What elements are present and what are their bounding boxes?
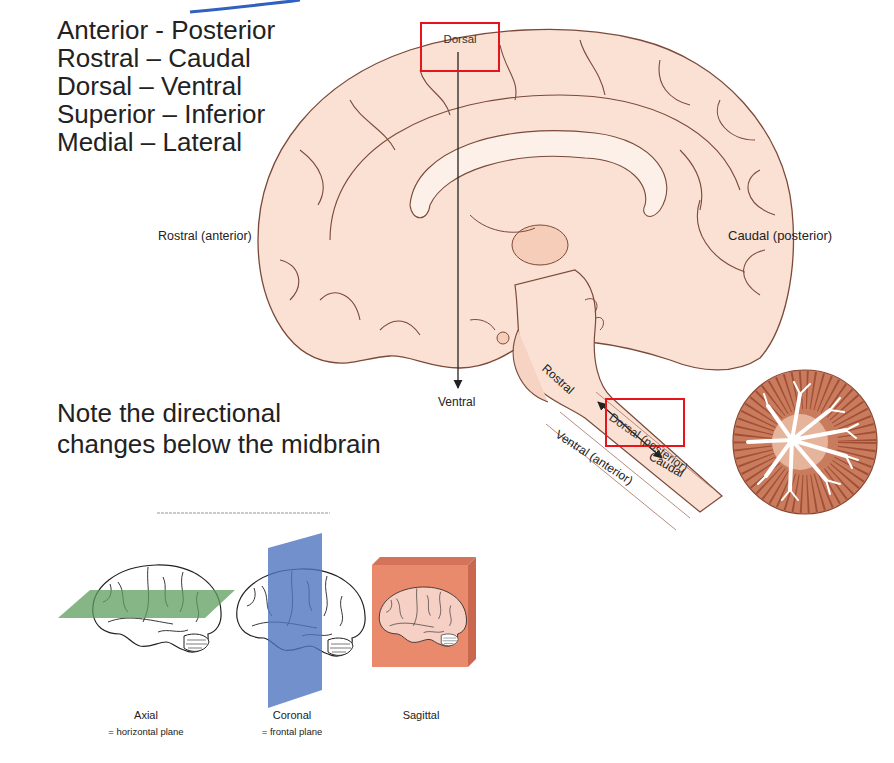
- corpus-callosum: [410, 131, 667, 218]
- dorsal-ventral-arrow: [457, 52, 458, 388]
- direction-label: Dorsal: [422, 33, 498, 46]
- direction-label: Caudal (posterior): [728, 229, 832, 244]
- direction-label: Rostral (anterior): [158, 229, 252, 243]
- pituitary: [497, 332, 509, 344]
- direction-label: Ventral: [438, 396, 475, 410]
- thalamus: [512, 225, 568, 265]
- term-pair: Anterior - Posterior: [57, 16, 275, 44]
- plane-name: Axial: [134, 709, 158, 722]
- copyright-line: [157, 512, 330, 514]
- lateral-brain: [379, 587, 466, 646]
- term-pair: Dorsal – Ventral: [57, 72, 242, 100]
- coronal-plane-figure: [237, 533, 365, 708]
- cerebellum: [733, 370, 877, 514]
- plane-name: Coronal: [273, 709, 312, 722]
- plane-alias: = frontal plane: [262, 727, 322, 738]
- coronal-plane: [268, 533, 322, 708]
- plane-edge: [372, 557, 476, 565]
- term-pair: Rostral – Caudal: [57, 44, 251, 72]
- note-text: Note the directional changes below the m…: [57, 398, 383, 460]
- cerebellum-body: [733, 370, 877, 514]
- plane-edge: [468, 557, 476, 667]
- highlight-box: Dorsal (posterior): [605, 398, 685, 447]
- arbor-branches: [758, 382, 858, 500]
- sagittal-plane: [372, 565, 468, 667]
- brainstem-outline: [515, 270, 722, 512]
- term-pair: Superior – Inferior: [57, 100, 265, 128]
- axial-plane-figure: [58, 565, 235, 652]
- brainstem: [513, 270, 722, 530]
- slide-accent: [190, 0, 300, 12]
- term-pair: Medial – Lateral: [57, 128, 242, 156]
- axial-plane: [58, 590, 235, 618]
- plane-name: Sagittal: [403, 709, 440, 722]
- plane-alias: = horizontal plane: [108, 727, 183, 738]
- tectum: [585, 299, 603, 330]
- direction-label: Rostral: [539, 362, 576, 398]
- spinal-cord-lines: [546, 392, 712, 530]
- highlight-box: Dorsal: [420, 22, 500, 72]
- direction-label: Ventral (anterior): [552, 428, 634, 488]
- sagittal-plane-figure: [372, 557, 476, 667]
